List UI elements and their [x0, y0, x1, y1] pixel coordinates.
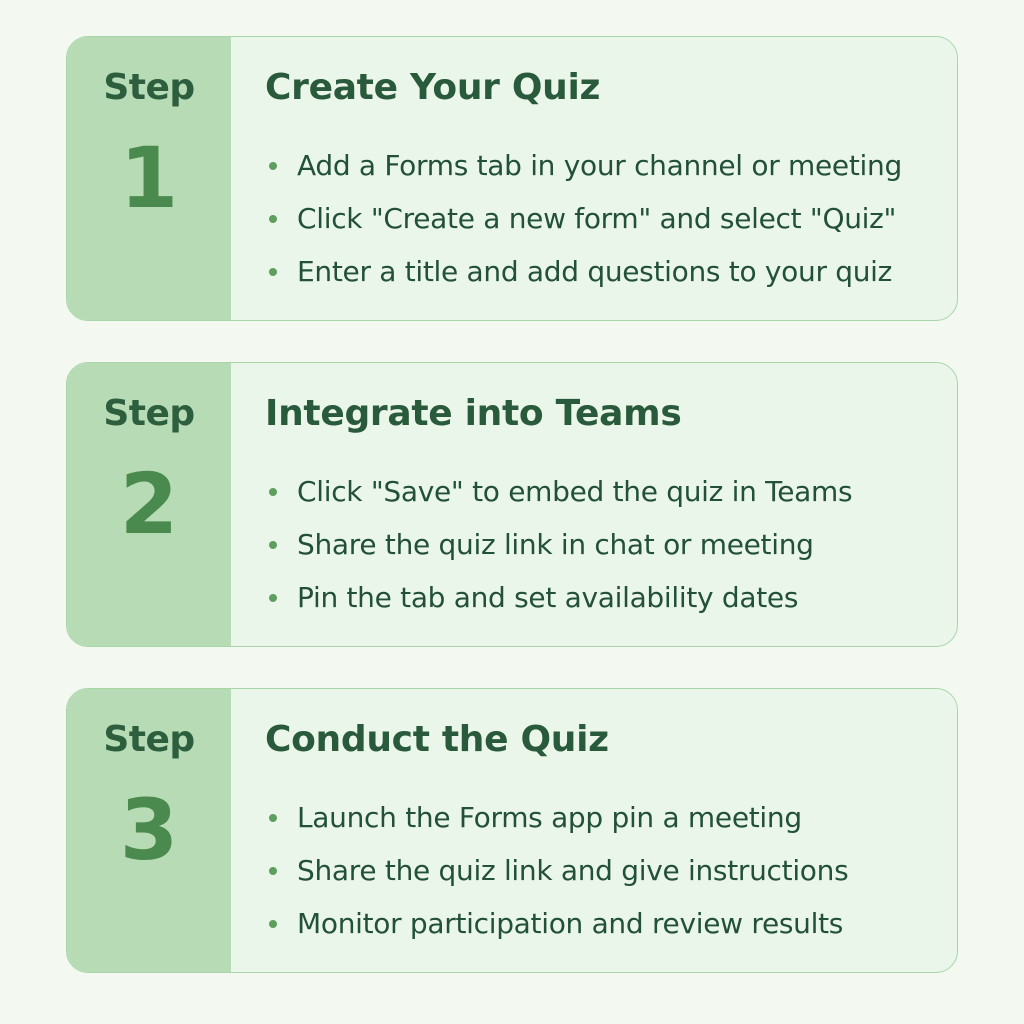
bullet-icon [269, 214, 277, 223]
step-badge: Step 3 [67, 689, 231, 972]
bullet-text: Click "Create a new form" and select "Qu… [297, 201, 897, 235]
bullet-text: Enter a title and add questions to your … [297, 254, 893, 288]
list-item: Enter a title and add questions to your … [265, 245, 902, 298]
list-item: Pin the tab and set availability dates [265, 571, 852, 624]
step-title: Integrate into Teams [265, 393, 682, 434]
list-item: Share the quiz link and give instruction… [265, 844, 849, 897]
bullet-text: Click "Save" to embed the quiz in Teams [297, 474, 853, 508]
step-number: 3 [119, 781, 179, 879]
bullet-text: Launch the Forms app pin a meeting [297, 800, 802, 834]
list-item: Share the quiz link in chat or meeting [265, 518, 852, 571]
step-card: Step 2 Integrate into Teams Click "Save"… [66, 362, 958, 647]
bullet-icon [269, 866, 277, 875]
bullet-icon [269, 919, 277, 928]
list-item: Click "Save" to embed the quiz in Teams [265, 465, 853, 518]
step-card: Step 1 Create Your Quiz Add a Forms tab … [66, 36, 958, 321]
step-label: Step [103, 67, 195, 108]
bullet-text: Share the quiz link in chat or meeting [297, 527, 814, 561]
list-item: Add a Forms tab in your channel or meeti… [265, 139, 902, 192]
step-badge: Step 1 [67, 37, 231, 320]
list-item: Click "Create a new form" and select "Qu… [265, 192, 902, 245]
bullet-text: Monitor participation and review results [297, 906, 844, 940]
step-number: 1 [119, 129, 179, 227]
step-title: Create Your Quiz [265, 67, 601, 108]
step-label: Step [103, 719, 195, 760]
step-title: Conduct the Quiz [265, 719, 609, 760]
step-bullet-list: Add a Forms tab in your channel or meeti… [265, 139, 902, 298]
step-number: 2 [119, 455, 179, 553]
bullet-icon [269, 487, 277, 496]
bullet-icon [269, 161, 277, 170]
bullet-text: Share the quiz link and give instruction… [297, 853, 849, 887]
bullet-icon [269, 540, 277, 549]
bullet-icon [269, 813, 277, 822]
bullet-text: Pin the tab and set availability dates [297, 580, 799, 614]
list-item: Monitor participation and review results [265, 897, 848, 950]
step-label: Step [103, 393, 195, 434]
bullet-icon [269, 267, 277, 276]
step-badge: Step 2 [67, 363, 231, 646]
step-card: Step 3 Conduct the Quiz Launch the Forms… [66, 688, 958, 973]
bullet-text: Add a Forms tab in your channel or meeti… [297, 148, 902, 182]
bullet-icon [269, 593, 277, 602]
list-item: Launch the Forms app pin a meeting [265, 791, 848, 844]
